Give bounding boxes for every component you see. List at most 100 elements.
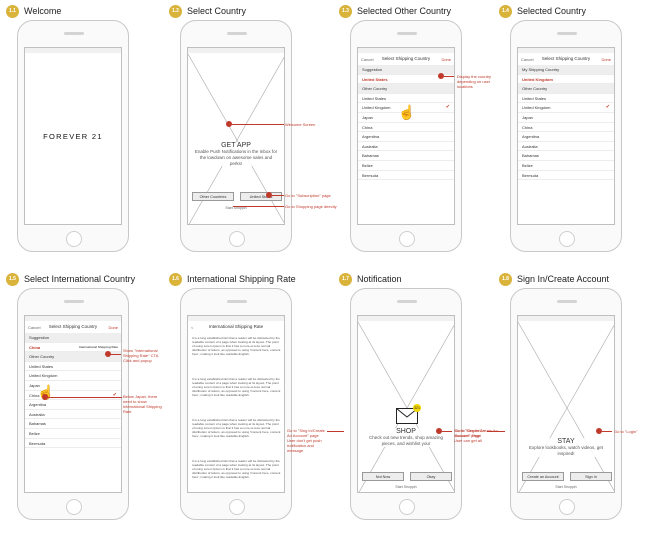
list-item[interactable]: China [358, 123, 454, 133]
shop-overlay: SHOP Check out new trends, shop amazing … [358, 428, 454, 447]
nav-bar: Cancel Select Shipping Country Done [358, 54, 454, 64]
country-list: My Shipping Country United Kingdom Other… [518, 65, 614, 181]
list-item[interactable]: United States [358, 94, 454, 104]
sign-in-button[interactable]: Sign In [570, 472, 612, 481]
annotation-line [111, 354, 121, 355]
step-badge: 1.5 [6, 272, 19, 286]
done-button[interactable]: Done [108, 325, 118, 330]
list-item[interactable]: Argentina [358, 132, 454, 142]
start-shopping-link[interactable]: Start Shoppin [225, 206, 247, 210]
list-item[interactable]: Belize [358, 161, 454, 171]
done-button[interactable]: Done [601, 57, 611, 62]
phone-frame: Cancel Select Shipping Country Done Sugg… [350, 20, 462, 252]
panel-selected-country: 1.4 Selected Country Cancel Select Shipp… [493, 0, 650, 270]
hand-pointer-icon: ☝ [37, 384, 55, 400]
list-item[interactable]: Japan [358, 113, 454, 123]
step-badge: 1.2 [169, 4, 182, 18]
list-item[interactable]: Bahamas [518, 151, 614, 161]
list-item[interactable]: Argentina [25, 400, 121, 410]
list-item[interactable]: Japan [25, 381, 121, 391]
speaker [227, 300, 247, 303]
annotation-marker [596, 428, 602, 434]
create-account-button[interactable]: Create an Account [522, 472, 564, 481]
annotation-subscription: Go to "Subscription" page [285, 193, 331, 198]
annotation-line [444, 76, 454, 77]
annotation-line [232, 124, 284, 125]
start-shopping-link[interactable]: Start Shoppin [555, 485, 577, 489]
list-item[interactable]: United States [358, 75, 454, 85]
list-item[interactable]: Australia [358, 142, 454, 152]
shipping-rate-link[interactable]: International Shipping Rate [78, 344, 118, 349]
annotation-rate-cta: Show "International Shipping Rate" CTA C… [123, 348, 165, 363]
list-item[interactable]: Belize [25, 429, 121, 439]
panel-header: 1.1 Welcome [6, 4, 61, 18]
annotation-line [272, 195, 284, 196]
phone-screen: Cancel Select Shipping Country Done Sugg… [24, 315, 122, 493]
cancel-button[interactable]: Cancel [361, 57, 374, 62]
start-shopping-link[interactable]: Start Shoppin [395, 485, 417, 489]
home-button[interactable] [66, 499, 82, 515]
section-header: Suggestion [358, 65, 454, 75]
united-states-button[interactable]: United States [240, 192, 282, 201]
list-item[interactable]: China✔ [25, 391, 121, 401]
step-badge: 1.1 [6, 4, 19, 18]
annotation-text: Go to "Sing In/Create An Account" page [287, 428, 325, 438]
list-item[interactable]: United States [518, 94, 614, 104]
panel-title: Select Country [187, 6, 247, 16]
list-item[interactable]: United Kingdom✔ [518, 103, 614, 113]
list-item[interactable]: Bermuda [25, 439, 121, 449]
home-button[interactable] [399, 231, 415, 247]
panel-title: Select International Country [24, 274, 136, 284]
body-paragraph: It is a long established fact that a rea… [192, 459, 281, 479]
list-item[interactable]: Belize [518, 161, 614, 171]
panel-title: Selected Country [517, 6, 587, 16]
list-item[interactable]: Bermuda [358, 171, 454, 181]
annotation-line [487, 431, 505, 432]
nav-bar: Cancel Select Shipping Country Done [25, 322, 121, 332]
back-button[interactable]: < [191, 325, 194, 330]
other-countries-button[interactable]: Other Countries [192, 192, 234, 201]
phone-screen: < International Shipping Rate It is a lo… [187, 315, 285, 493]
phone-screen: Cancel Select Shipping Country Done My S… [517, 47, 615, 225]
list-item[interactable]: Australia [518, 142, 614, 152]
phone-frame: FOREVER 21 [17, 20, 129, 252]
cancel-button[interactable]: Cancel [521, 57, 534, 62]
list-item[interactable]: United Kingdom [25, 371, 121, 381]
cancel-button[interactable]: Cancel [28, 325, 41, 330]
home-button[interactable] [559, 231, 575, 247]
checkmark-icon: ✔ [445, 104, 450, 111]
list-item[interactable]: Japan [518, 113, 614, 123]
annotation-create-account: Go to "Create An Account" Page [455, 428, 486, 438]
list-item[interactable]: Bahamas [25, 419, 121, 429]
checkmark-icon: ✔ [112, 391, 117, 398]
home-button[interactable] [229, 499, 245, 515]
list-item[interactable]: United States [25, 362, 121, 372]
list-item[interactable]: China [518, 123, 614, 133]
list-item[interactable]: Bahamas [358, 151, 454, 161]
home-button[interactable] [229, 231, 245, 247]
list-item[interactable]: United Kingdom [518, 75, 614, 85]
annotation-line [48, 397, 122, 398]
status-bar [25, 48, 121, 53]
home-button[interactable] [66, 231, 82, 247]
annotation-line [442, 431, 452, 432]
list-item[interactable]: Bermuda [518, 171, 614, 181]
step-badge: 1.3 [339, 4, 352, 18]
list-item[interactable]: Argentina [518, 132, 614, 142]
okay-button[interactable]: Okay [410, 472, 452, 481]
not-now-button[interactable]: Not Now [362, 472, 404, 481]
status-bar [358, 316, 454, 321]
annotation-marker [226, 121, 232, 127]
section-header: Suggestion [25, 333, 121, 343]
phone-frame: STAY Explore lookbooks, watch videos, ge… [510, 288, 622, 520]
annotation-not-now: Go to "Sing In/Create An Account" page U… [287, 428, 327, 453]
home-button[interactable] [399, 499, 415, 515]
annotation-shopping: Go to Shopping page directly [285, 204, 337, 209]
phone-frame: Cancel Select Shipping Country Done Sugg… [17, 288, 129, 520]
home-button[interactable] [559, 499, 575, 515]
done-button[interactable]: Done [441, 57, 451, 62]
list-item[interactable]: United Kingdom✔ [358, 103, 454, 113]
list-item[interactable]: Australia [25, 410, 121, 420]
